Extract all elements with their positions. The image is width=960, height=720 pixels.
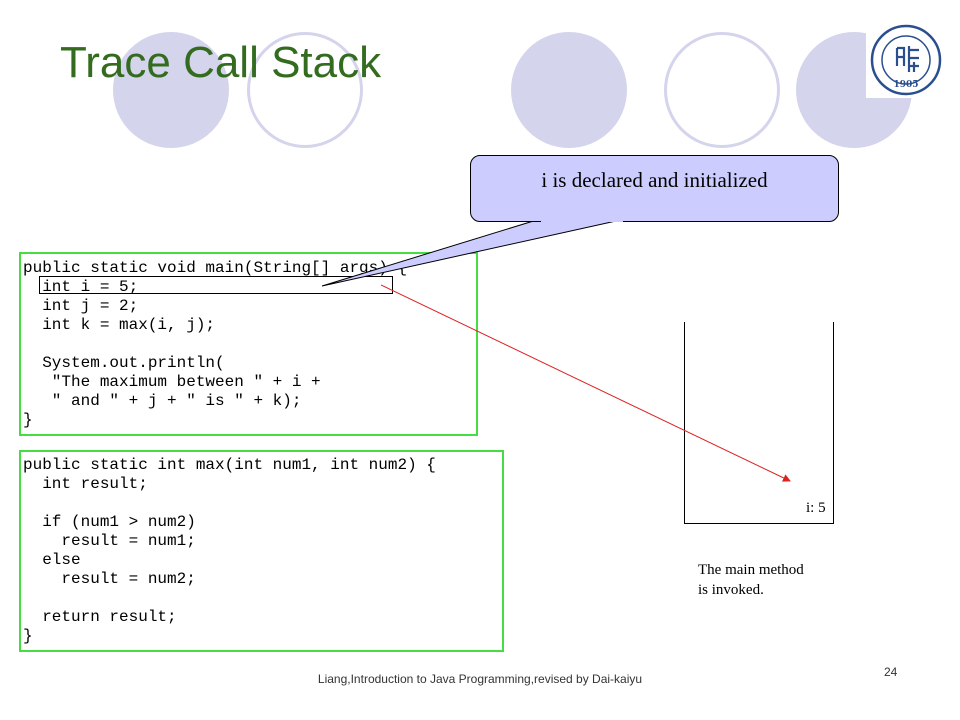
code-line: "The maximum between " + i + <box>51 373 321 391</box>
slide-footer: Liang,Introduction to Java Programming,r… <box>317 672 643 686</box>
code-line: return result; <box>42 608 177 626</box>
code-line: if (num1 > num2) <box>42 513 196 531</box>
code-line: int k = max(i, j); <box>42 316 216 334</box>
code-line: int result; <box>42 475 148 493</box>
callout-text: i is declared and initialized <box>541 168 768 192</box>
code-line: result = num1; <box>61 532 196 550</box>
stack-entry-i: i: 5 <box>806 500 826 516</box>
code-line: } <box>23 627 33 645</box>
code-line: } <box>23 411 33 429</box>
code-line: result = num2; <box>61 570 196 588</box>
seal-year: 1905 <box>893 80 918 90</box>
page-number: 24 <box>884 665 898 679</box>
stack-caption-line: is invoked. <box>698 582 764 598</box>
stack-caption-line: The main method <box>698 562 804 578</box>
call-stack-container <box>684 322 834 524</box>
slide-title: Trace Call Stack <box>60 38 382 87</box>
code-line: else <box>42 551 81 569</box>
max-method-code-box: public static int max(int num1, int num2… <box>19 450 504 652</box>
current-line-highlight <box>39 276 393 294</box>
decor-circle <box>247 32 363 148</box>
code-line: public static int max(int num1, int num2… <box>23 456 436 474</box>
code-line: System.out.println( <box>42 354 225 372</box>
callout-box: i is declared and initialized <box>470 155 839 222</box>
code-line: int j = 2; <box>42 297 139 315</box>
code-line: public static void main(String[] args) { <box>23 259 408 277</box>
code-line: " and " + j + " is " + k); <box>51 392 302 410</box>
code-line: int i = 5; <box>42 278 139 296</box>
university-seal-logo: 1905 <box>866 22 946 98</box>
decor-circle <box>511 32 627 148</box>
max-method-code: public static int max(int num1, int num2… <box>23 456 436 646</box>
seal-icon: 1905 <box>870 24 942 96</box>
decor-circle <box>113 32 229 148</box>
stack-caption: The main method is invoked. <box>698 560 838 600</box>
decor-circle <box>664 32 780 148</box>
